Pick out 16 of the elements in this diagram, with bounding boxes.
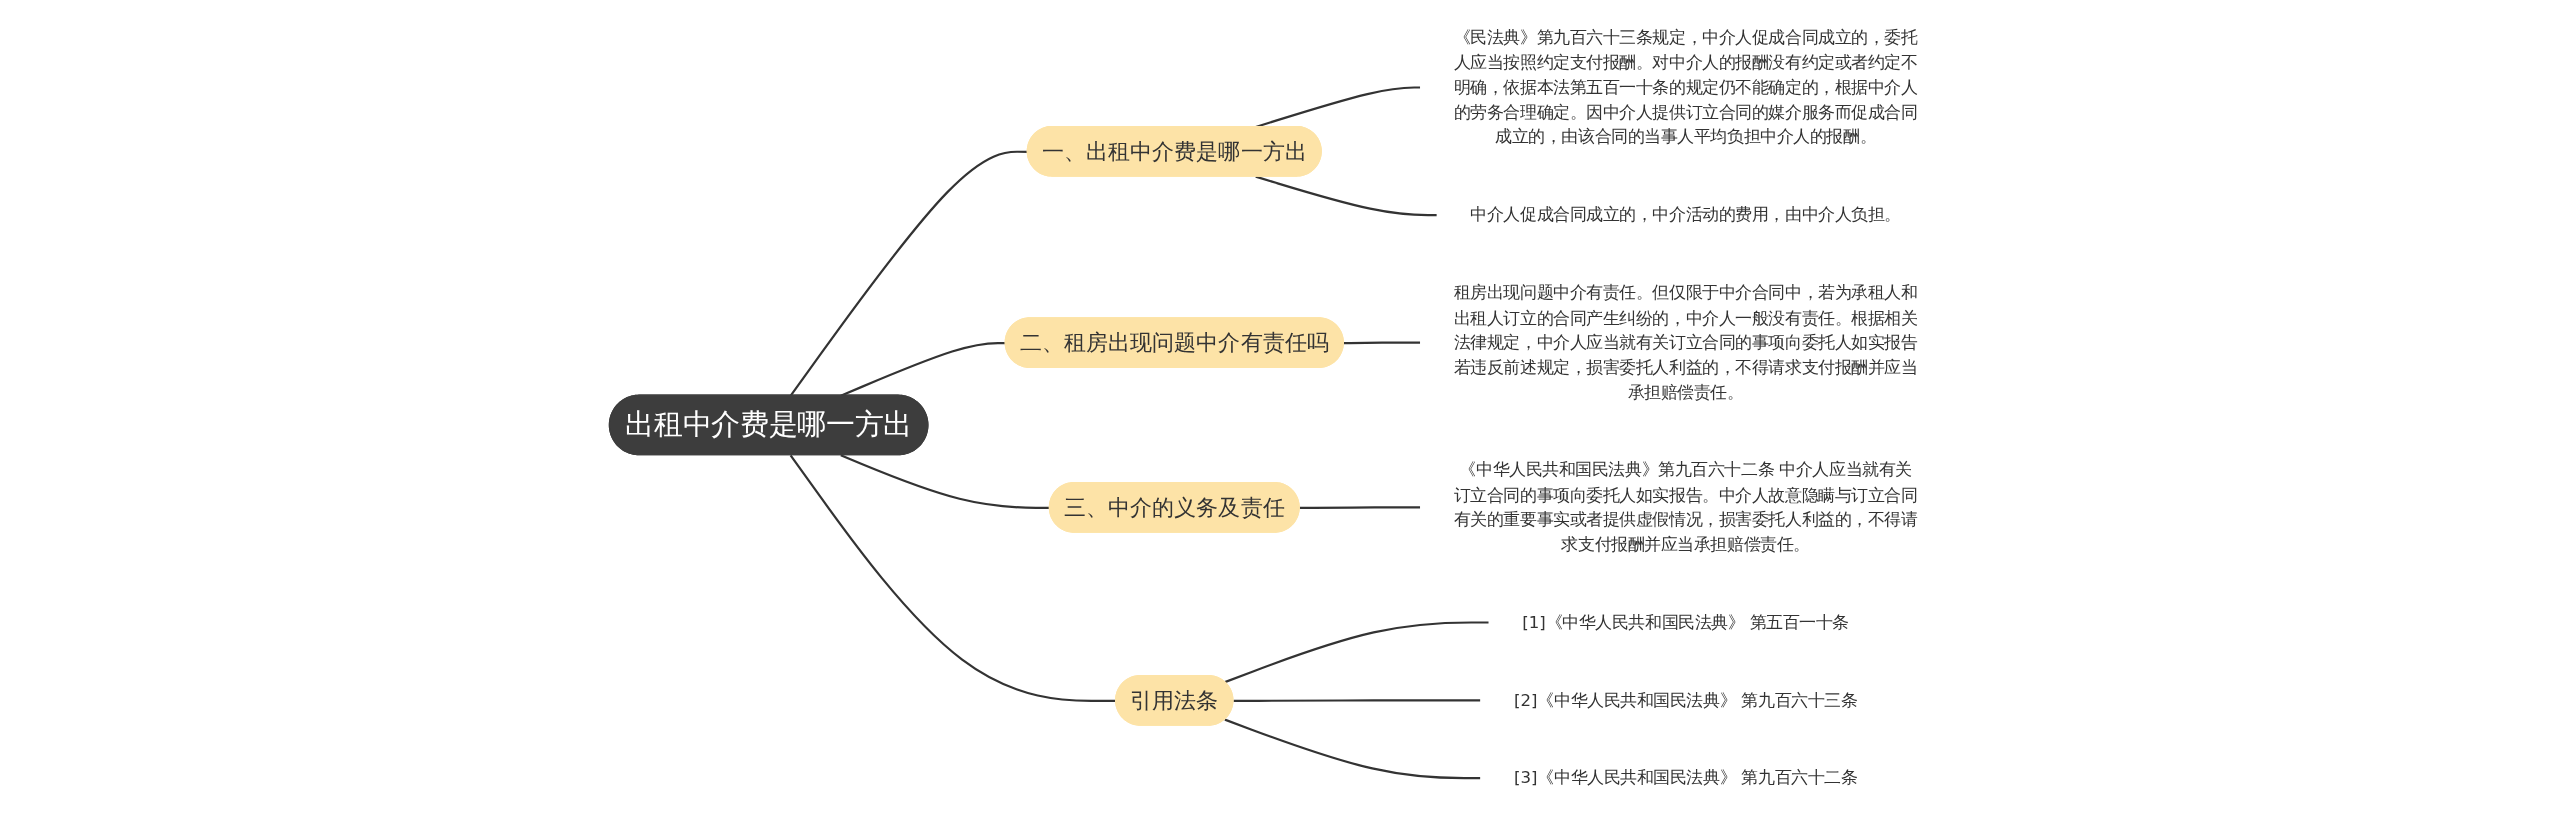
node-text: 《中华人民共和国民法典》第九百六十二条 中介人应当就有关订立合同的事项向委托人如实报告。中介人故意隐瞒与订立合同有关的重要事实或者提供虚假情况，损害委托人利益的，不得请求支付报酬并应当承担赔偿责任。 — [1453, 459, 1918, 555]
node-text: 中介人促成合同成立的，中介活动的费用，由中介人负担。 — [1470, 204, 1901, 225]
connector — [789, 150, 1028, 397]
node-text: [2]《中华人民共和国民法典》 第九百六十三条 — [1513, 690, 1858, 710]
connector — [1299, 506, 1421, 510]
node-text: 租房出现问题中介有责任。但仅限于中介合同中，若为承租人和出租人订立的合同产生纠纷的，中介人一般没有责任。根据相关法律规定，中介人应当就有关订立合同的事项向委托人如实报告若违反前述规定，损害委托人利益的，不得请求支付报酬并应当承担赔偿责任。 — [1453, 282, 1918, 402]
connector — [1255, 175, 1438, 217]
node-text: [3]《中华人民共和国民法典》 第九百六十二条 — [1513, 767, 1858, 788]
connector — [840, 454, 1050, 510]
node-text: 《民法典》第九百六十三条规定，中介人促成合同成立的，委托人应当按照约定支付报酬。对中介人的报酬没有约定或者约定不明确，依据本法第五百一十条的规定仍不能确定的，根据中介人的劳务合理确定。因中介人提供订立合同的媒介服务而促成合同成立的，由该合同的当事人平均负担中介人的报酬。 — [1453, 27, 1918, 147]
connector — [1343, 341, 1421, 345]
connector — [1224, 718, 1481, 780]
connector — [1224, 621, 1490, 684]
connector — [840, 341, 1006, 397]
connector — [1233, 699, 1481, 702]
node-text: [1]《中华人民共和国民法典》 第五百一十条 — [1522, 612, 1850, 633]
